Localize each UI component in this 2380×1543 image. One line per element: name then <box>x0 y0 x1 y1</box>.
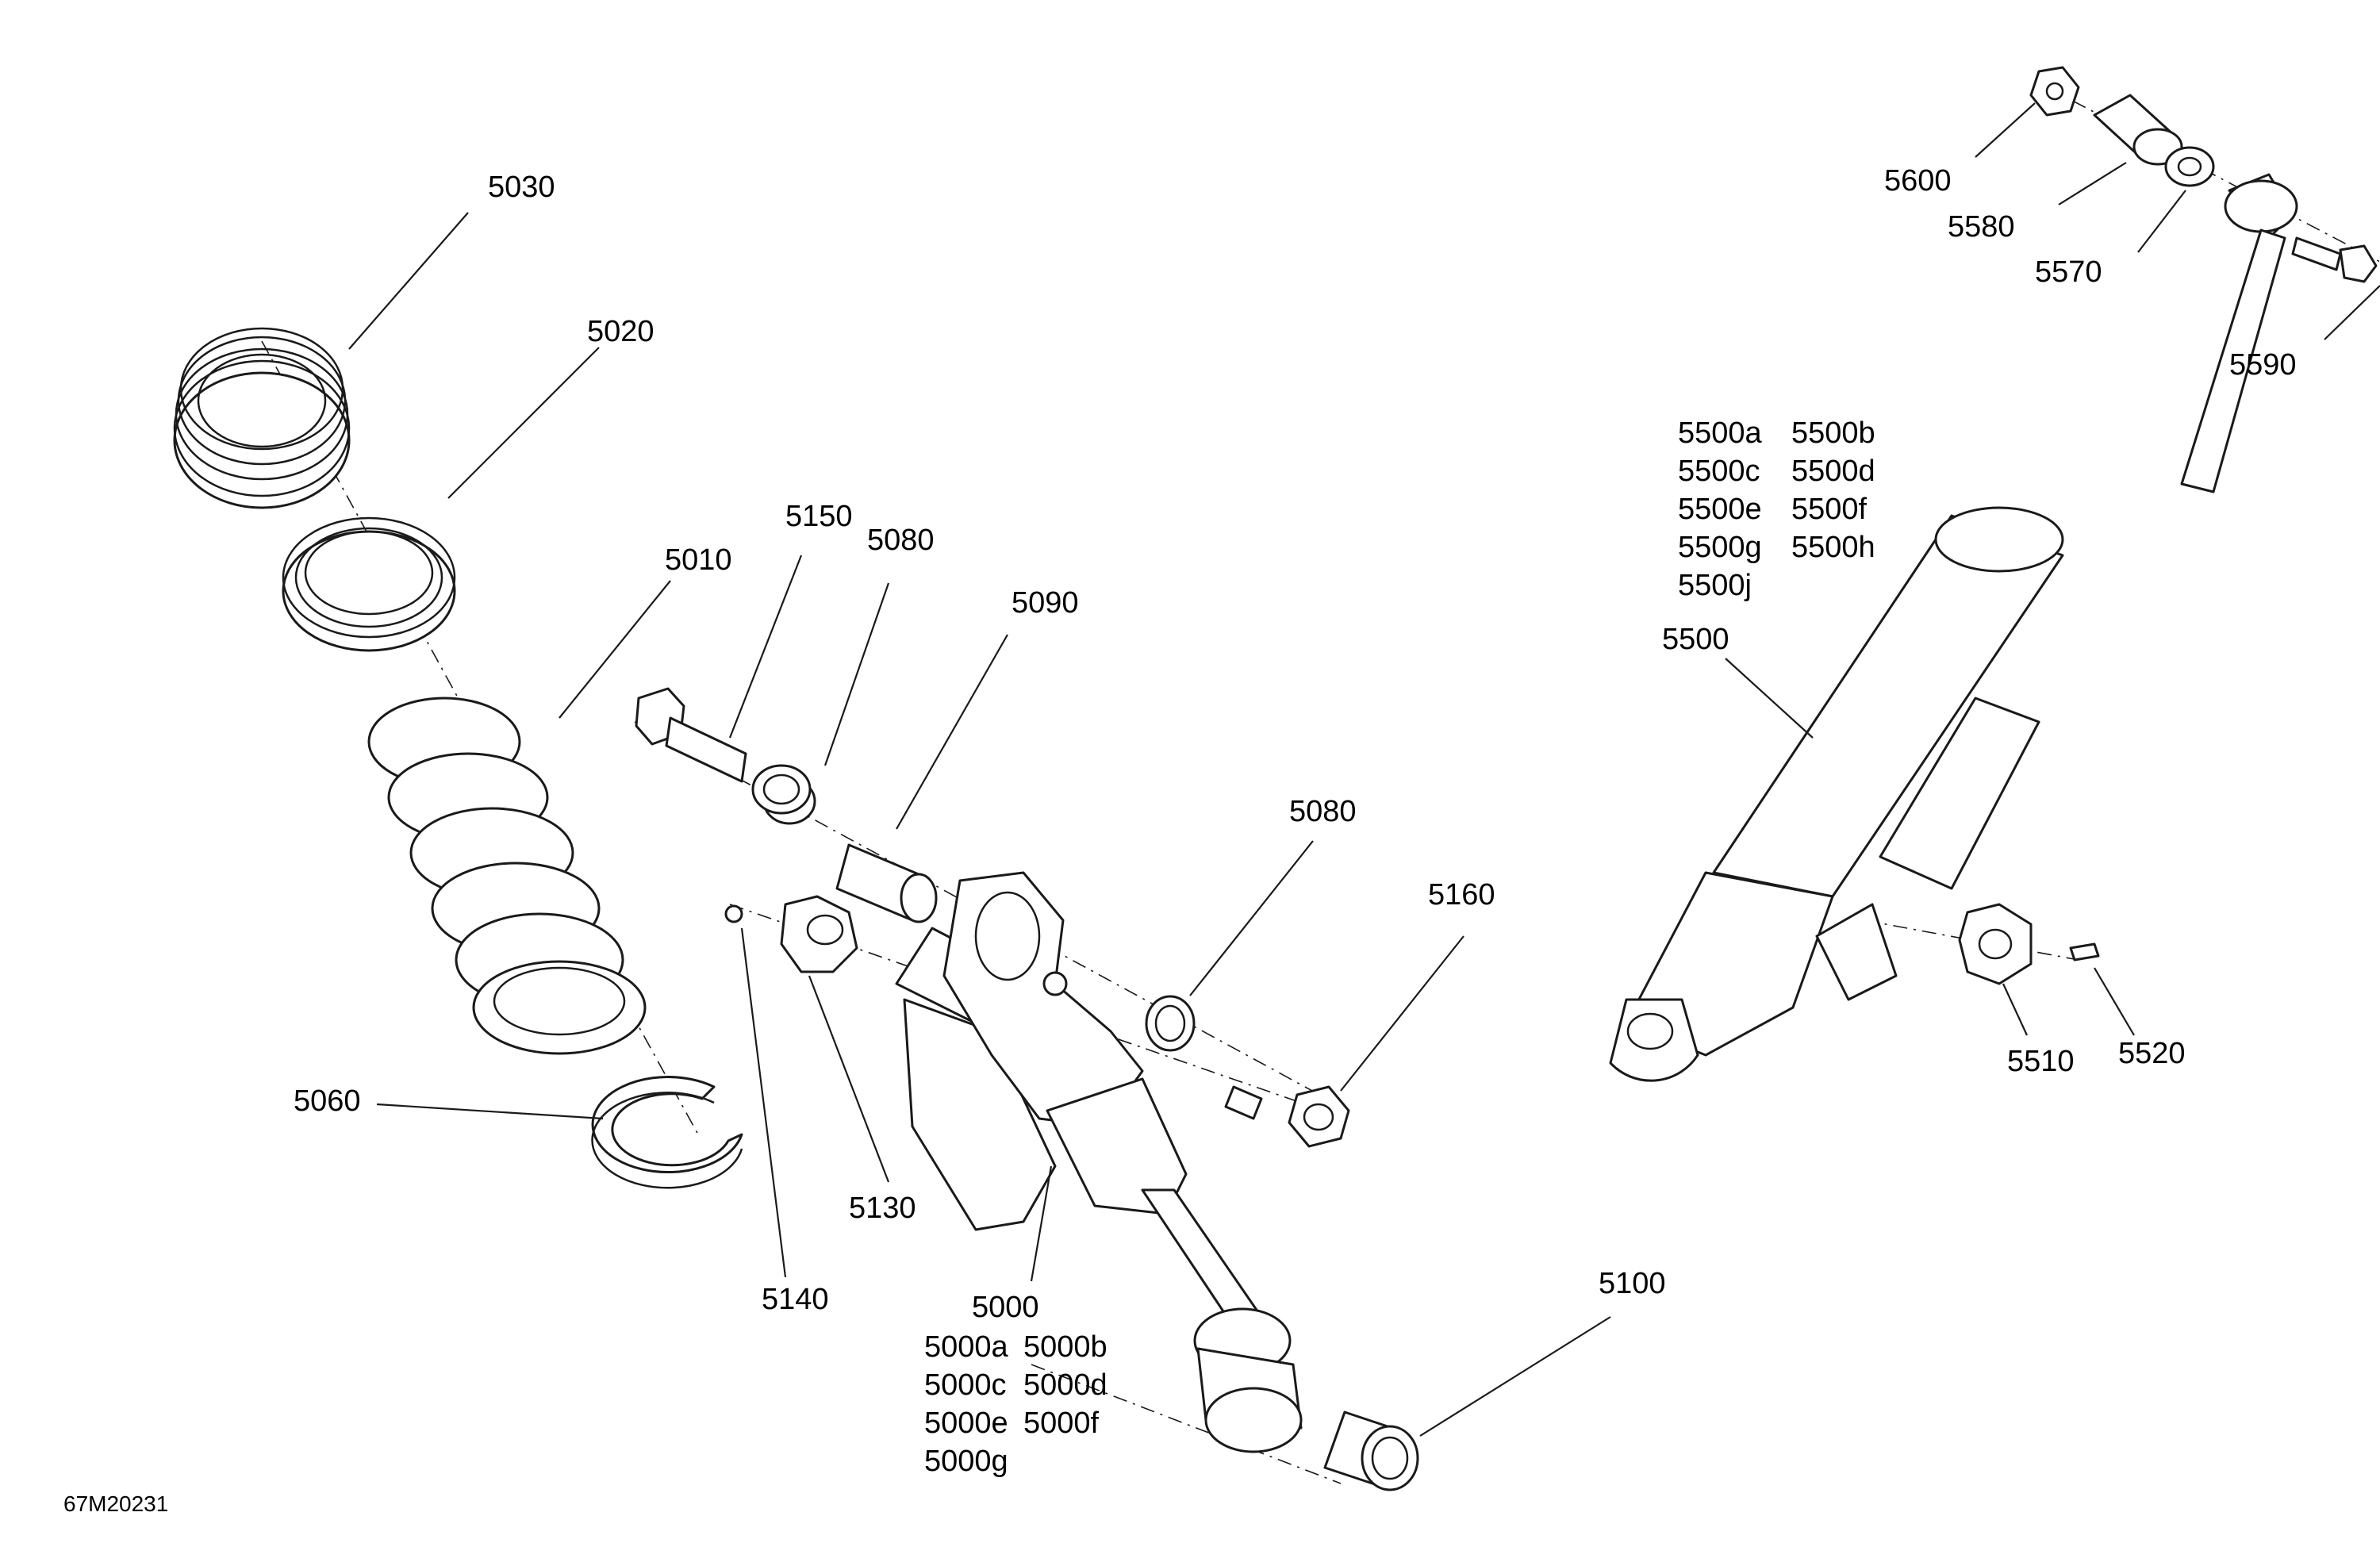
label-5090: 5090 <box>1012 586 1079 620</box>
part-labels: 5030 5020 5010 5060 5150 5080 5090 5080 … <box>294 164 2297 1324</box>
leader-lines <box>348 102 2380 1437</box>
variant-5500h: 5500h <box>1791 531 1875 564</box>
assembly-axes <box>261 86 2380 1484</box>
variant-list-5000: 5000a 5000b 5000c 5000d 5000e 5000f 5000… <box>924 1330 1107 1478</box>
label-5080-lower: 5080 <box>1289 795 1357 828</box>
variant-5000d: 5000d <box>1023 1368 1107 1402</box>
spring-retainer-5030 <box>173 327 351 509</box>
variant-5000a: 5000a <box>924 1330 1009 1364</box>
adjuster-knob-5510 <box>1958 903 2033 985</box>
variant-5500a: 5500a <box>1678 416 1763 450</box>
label-5500: 5500 <box>1662 623 1729 656</box>
split-clip-5060 <box>591 1076 743 1189</box>
label-5080-upper: 5080 <box>867 524 935 557</box>
label-5570: 5570 <box>2035 255 2102 289</box>
variant-5500d: 5500d <box>1791 455 1875 488</box>
variant-5500c: 5500c <box>1678 455 1760 488</box>
bushing-5080-lower <box>1145 995 1196 1052</box>
label-5160: 5160 <box>1428 878 1495 912</box>
bushing-5580 <box>2093 94 2183 166</box>
label-5060: 5060 <box>294 1084 361 1118</box>
label-5580: 5580 <box>1948 210 2015 244</box>
nut-5600 <box>2029 66 2080 117</box>
variant-list-5500: 5500a 5500b 5500c 5500d 5500e 5500f 5500… <box>1678 416 1875 602</box>
label-5010: 5010 <box>665 543 732 577</box>
bolt-5590 <box>2291 236 2378 283</box>
variant-5000e: 5000e <box>924 1407 1008 1440</box>
label-5590: 5590 <box>2229 348 2297 382</box>
label-5100: 5100 <box>1599 1267 1666 1300</box>
adjuster-knob-5130 <box>780 895 858 973</box>
label-5510: 5510 <box>2007 1045 2075 1078</box>
variant-5500j: 5500j <box>1678 569 1752 602</box>
label-5140: 5140 <box>762 1283 829 1316</box>
nut-5160 <box>1288 1085 1350 1148</box>
drawing-code: 67M20231 <box>63 1491 168 1516</box>
spacer-5570 <box>2164 146 2215 187</box>
variant-5500g: 5500g <box>1678 531 1762 564</box>
label-5600: 5600 <box>1884 164 1952 198</box>
variant-5000f: 5000f <box>1023 1407 1100 1440</box>
variant-5500e: 5500e <box>1678 493 1762 526</box>
seal-ring-5020 <box>282 516 456 652</box>
variant-5000g: 5000g <box>924 1445 1008 1478</box>
label-5150: 5150 <box>785 500 853 533</box>
label-5020: 5020 <box>587 315 654 348</box>
variant-5000c: 5000c <box>924 1368 1007 1402</box>
label-5520: 5520 <box>2118 1037 2186 1070</box>
variant-5000b: 5000b <box>1023 1330 1107 1364</box>
label-5130: 5130 <box>849 1192 916 1225</box>
pin-5140 <box>724 904 743 923</box>
coil-spring-5010 <box>367 697 647 1055</box>
label-5030: 5030 <box>488 171 555 204</box>
bushing-5100 <box>1323 1411 1419 1491</box>
shock-absorber-5000 <box>895 871 1303 1453</box>
shock-absorber-5500 <box>1609 173 2298 1082</box>
bushing-5080-upper <box>751 764 816 825</box>
spacer-5090 <box>835 843 938 923</box>
variant-5500f: 5500f <box>1791 493 1868 526</box>
screw-5520 <box>2069 942 2100 961</box>
bolt-5150 <box>635 687 747 783</box>
bolt-small <box>1224 1085 1263 1120</box>
label-5000: 5000 <box>972 1291 1039 1324</box>
variant-5500b: 5500b <box>1791 416 1875 450</box>
